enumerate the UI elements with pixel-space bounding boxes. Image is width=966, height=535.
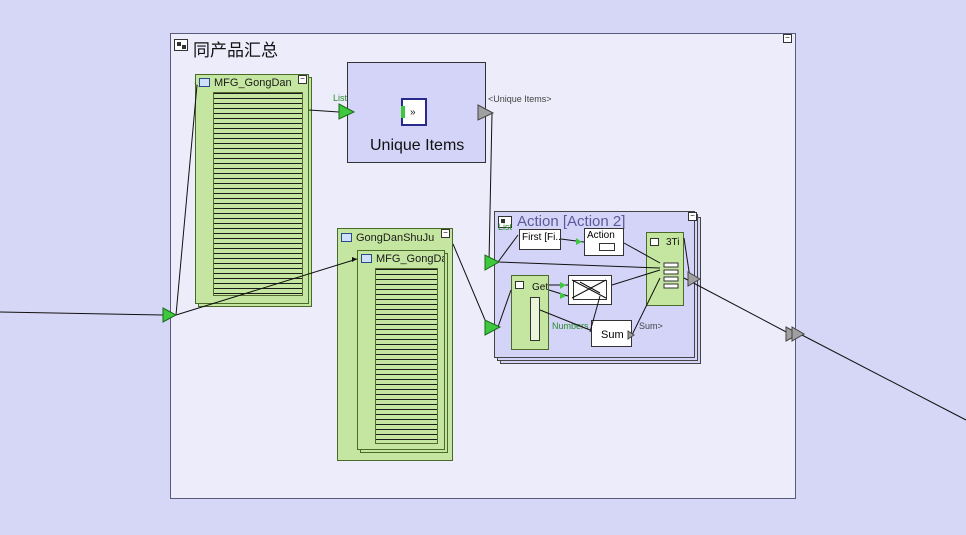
group-out-port[interactable] bbox=[785, 326, 805, 342]
gongdan-inner-rows bbox=[375, 268, 438, 444]
get-node-icon bbox=[515, 281, 524, 289]
action-in-label: List bbox=[498, 222, 513, 232]
list-icon bbox=[199, 78, 210, 87]
gongdan-inner-icon bbox=[361, 254, 372, 263]
unique-out-port[interactable] bbox=[477, 104, 495, 121]
group-title: 同产品汇总 bbox=[193, 41, 278, 61]
mfg-list-title: MFG_GongDan bbox=[214, 77, 292, 89]
unique-in-label: List bbox=[333, 93, 348, 103]
action-minimize-button[interactable]: − bbox=[688, 212, 697, 221]
sum-node[interactable]: Sum bbox=[591, 320, 632, 347]
unique-out-label: <Unique Items> bbox=[488, 94, 552, 104]
unique-in-port[interactable] bbox=[338, 103, 356, 120]
list3-label: 3Ti bbox=[666, 237, 680, 248]
group-minimize-button[interactable]: − bbox=[783, 34, 792, 43]
sum-out-label: Sum> bbox=[639, 321, 663, 331]
action-icon bbox=[498, 216, 512, 228]
unique-items-icon: » bbox=[401, 98, 427, 126]
action-title: Action [Action 2] bbox=[517, 213, 626, 230]
gongdan-inner-title: MFG_GongDa bbox=[376, 253, 444, 265]
get-node-label: Get bbox=[532, 282, 549, 293]
numbers-label: Numbers bbox=[552, 321, 589, 331]
gongdan-list-title: GongDanShuJu bbox=[356, 232, 435, 244]
mfg-list-rows bbox=[213, 92, 303, 296]
inner-action-node[interactable]: Action bbox=[584, 228, 624, 256]
gongdan-list-icon bbox=[341, 233, 352, 242]
list3-icon bbox=[650, 238, 659, 246]
gongdan-list-minimize-button[interactable]: − bbox=[441, 229, 450, 238]
mfg-list-minimize-button[interactable]: − bbox=[298, 75, 307, 84]
get-node-slot bbox=[530, 297, 540, 341]
unique-items-label: Unique Items bbox=[370, 137, 465, 154]
action-in-port-2[interactable] bbox=[484, 319, 502, 336]
inner-action-label: Action bbox=[587, 230, 615, 241]
first-node-label: First [Fi... bbox=[522, 232, 561, 243]
action-out-port[interactable] bbox=[687, 271, 701, 287]
first-node[interactable]: First [Fi... bbox=[519, 229, 561, 250]
action-in-port-1[interactable] bbox=[484, 254, 501, 271]
input-port-main[interactable] bbox=[162, 307, 178, 323]
group-icon bbox=[174, 39, 188, 51]
sum-node-label: Sum bbox=[601, 329, 624, 341]
